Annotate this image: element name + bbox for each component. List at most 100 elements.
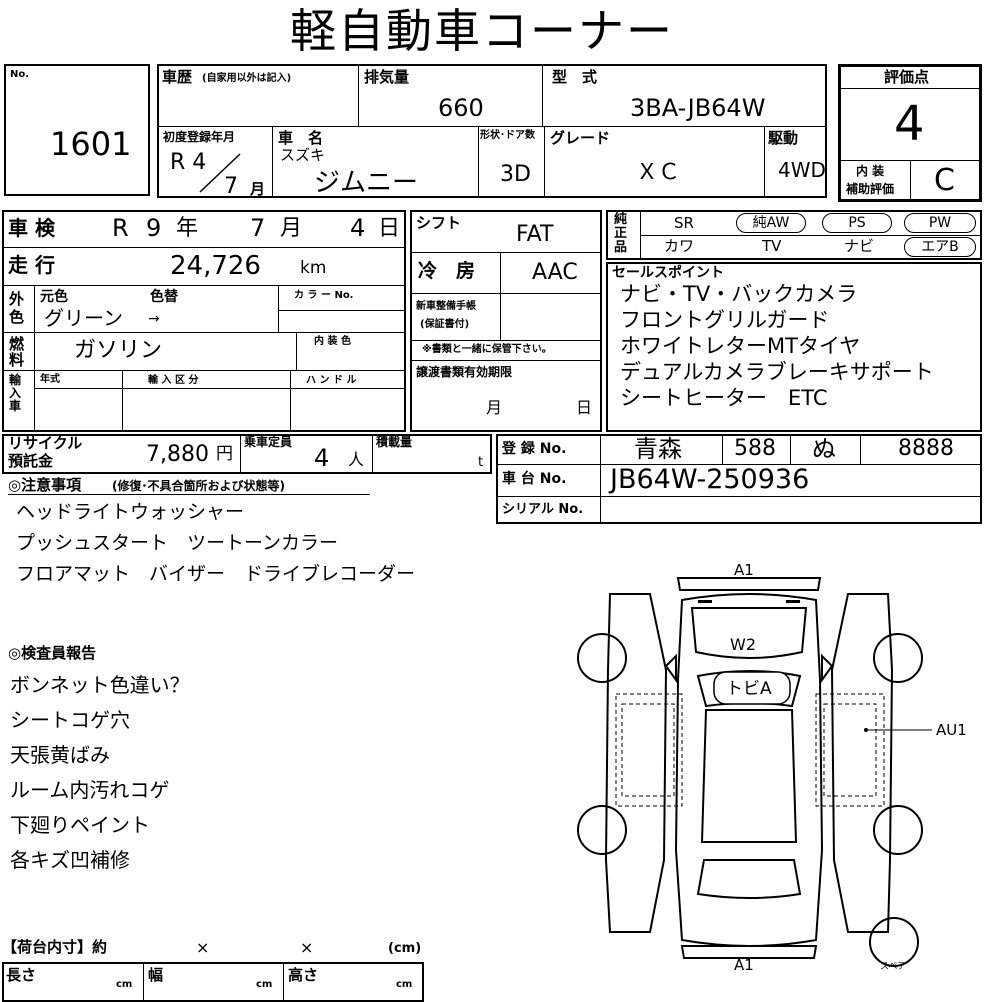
first-reg-month-unit: 月: [250, 180, 266, 198]
import-year-label: 年式: [40, 374, 60, 385]
registration-region: 青森: [634, 435, 682, 463]
interior-value: C: [934, 163, 955, 198]
mileage-value: 24,726: [170, 251, 261, 281]
load-label: 積載量: [376, 435, 413, 449]
inspection-label: 車 検: [8, 216, 55, 240]
sales-point-3: ホワイトレターMTタイヤ: [620, 334, 861, 358]
equip-sr: SR: [674, 214, 694, 232]
registration-class: 588: [734, 436, 776, 461]
cargo-x2: ×: [300, 938, 314, 957]
note-2: プッシュスタート ツートーンカラー: [16, 532, 339, 554]
diagram-rear-label: A1: [734, 956, 754, 974]
orig-color-value: グリーン: [44, 306, 123, 330]
equip-alloy-wheel: 純AW: [736, 213, 806, 233]
aircon-label: 冷 房: [418, 260, 476, 282]
drive-value: 4WD: [778, 158, 826, 182]
page-title: 軽自動車コーナー: [290, 4, 674, 58]
fuel-value: ガソリン: [74, 338, 163, 363]
interior-color-label: 内 装 色: [314, 336, 351, 347]
equip-power-window: PW: [904, 213, 976, 233]
diagram-spare-label: スペア: [880, 962, 907, 972]
cargo-width-unit: cm: [256, 979, 273, 990]
interior-label-1: 内 装: [856, 164, 885, 178]
sales-point-5: シートヒーター ETC: [620, 386, 828, 410]
first-reg-month: 7: [224, 174, 238, 199]
recycle-label-1: リサイクル: [8, 434, 83, 452]
equip-leather: カワ: [664, 237, 695, 255]
registration-box: [496, 434, 982, 524]
registration-label: 登 録 No.: [502, 441, 567, 457]
inspection-era: R: [112, 214, 129, 242]
handle-label: ハ ン ド ル: [306, 375, 357, 386]
load-unit: t: [478, 455, 484, 470]
orig-color-label: 元色: [40, 289, 68, 305]
recycle-box: [2, 434, 492, 474]
manual-label-1: 新車整備手帳: [416, 301, 476, 312]
car-name-label: 車 名: [278, 129, 324, 147]
equip-tv: TV: [762, 237, 782, 255]
first-reg-label: 初度登録年月: [163, 130, 236, 144]
color-arrow: →: [148, 311, 160, 327]
inspector-item-6: 各キズ凹補修: [10, 848, 130, 872]
equipment-box: [606, 210, 982, 260]
first-reg-year: R 4: [170, 150, 207, 175]
inspection-month-unit: 月: [280, 216, 303, 241]
note-3: フロアマット バイザー ドライブレコーダー: [16, 563, 416, 585]
equip-power-steering: PS: [822, 213, 892, 233]
drive-label: 駆動: [768, 129, 799, 147]
diagram-tobi-label: トビA: [726, 679, 772, 699]
inspector-item-1: ボンネット色違い？: [10, 673, 190, 697]
notes-sub: (修復･不具合箇所および状態等): [112, 479, 285, 493]
sales-point-1: ナビ・TV・バックカメラ: [620, 282, 858, 306]
inspector-item-3: 天張黄ばみ: [10, 743, 110, 767]
import-label: 輸入車: [9, 373, 22, 413]
inspection-day: 4: [350, 214, 366, 242]
displacement-value: 660: [438, 94, 484, 122]
displacement-label: 排気量: [364, 68, 410, 86]
transfer-docs-label: 譲渡書類有効期限: [416, 365, 513, 379]
capacity-value: 4: [314, 444, 330, 472]
cargo-length-unit: cm: [116, 979, 133, 990]
chassis-value: JB64W-250936: [610, 464, 810, 495]
model-label: 型 式: [552, 68, 598, 86]
diagram-side-label: AU1: [936, 721, 967, 739]
cargo-length-label: 長さ: [6, 966, 37, 984]
inspection-day-unit: 日: [378, 216, 401, 241]
cargo-label: 【荷台内寸】約: [2, 938, 108, 956]
capacity-label: 乗車定員: [244, 435, 293, 449]
spec-box: [2, 210, 406, 432]
registration-kana: ぬ: [812, 435, 836, 463]
grade-value: ＸＣ: [636, 160, 681, 185]
score-value: 4: [894, 96, 925, 152]
sales-points-label: セールスポイント: [612, 265, 724, 281]
vehicle-info-box: [157, 64, 827, 198]
sales-point-4: デュアルカメラブレーキサポート: [620, 360, 934, 384]
manual-label-2: (保証書付): [420, 319, 470, 330]
transfer-month-unit: 月: [486, 398, 503, 417]
interior-label-2: 補助評価: [846, 182, 895, 196]
inspection-month: 7: [250, 214, 266, 242]
shift-value: FAT: [516, 222, 554, 247]
equip-navi: ナビ: [844, 237, 875, 255]
inspector-item-4: ルーム内汚れコゲ: [10, 778, 170, 802]
history-note: (自家用以外は記入): [202, 73, 292, 84]
note-1: ヘッドライトウォッシャー: [16, 501, 245, 523]
no-box: No. 1601: [4, 64, 150, 196]
no-value: 1601: [50, 125, 132, 163]
inspector-item-2: シートコゲ穴: [10, 708, 130, 732]
exterior-label: 外色: [9, 290, 25, 326]
manual-note: ※書類と一緒に保管下さい。: [422, 344, 552, 355]
equip-airbag: エアB: [904, 237, 976, 257]
cargo-x1: ×: [196, 938, 210, 957]
transfer-day-unit: 日: [576, 398, 593, 417]
history-label: 車歴: [162, 68, 193, 86]
car-name: ジムニー: [314, 168, 419, 198]
color-no-label: カ ラ ー No.: [294, 290, 354, 301]
car-damage-diagram: [577, 577, 932, 967]
fuel-label: 燃料: [9, 335, 25, 369]
shift-box: [410, 210, 602, 432]
change-color-label: 色替: [150, 289, 178, 305]
inspection-year: 9: [146, 214, 162, 242]
cargo-unit-header: (cm): [388, 941, 422, 956]
sales-point-2: フロントグリルガード: [620, 308, 830, 332]
